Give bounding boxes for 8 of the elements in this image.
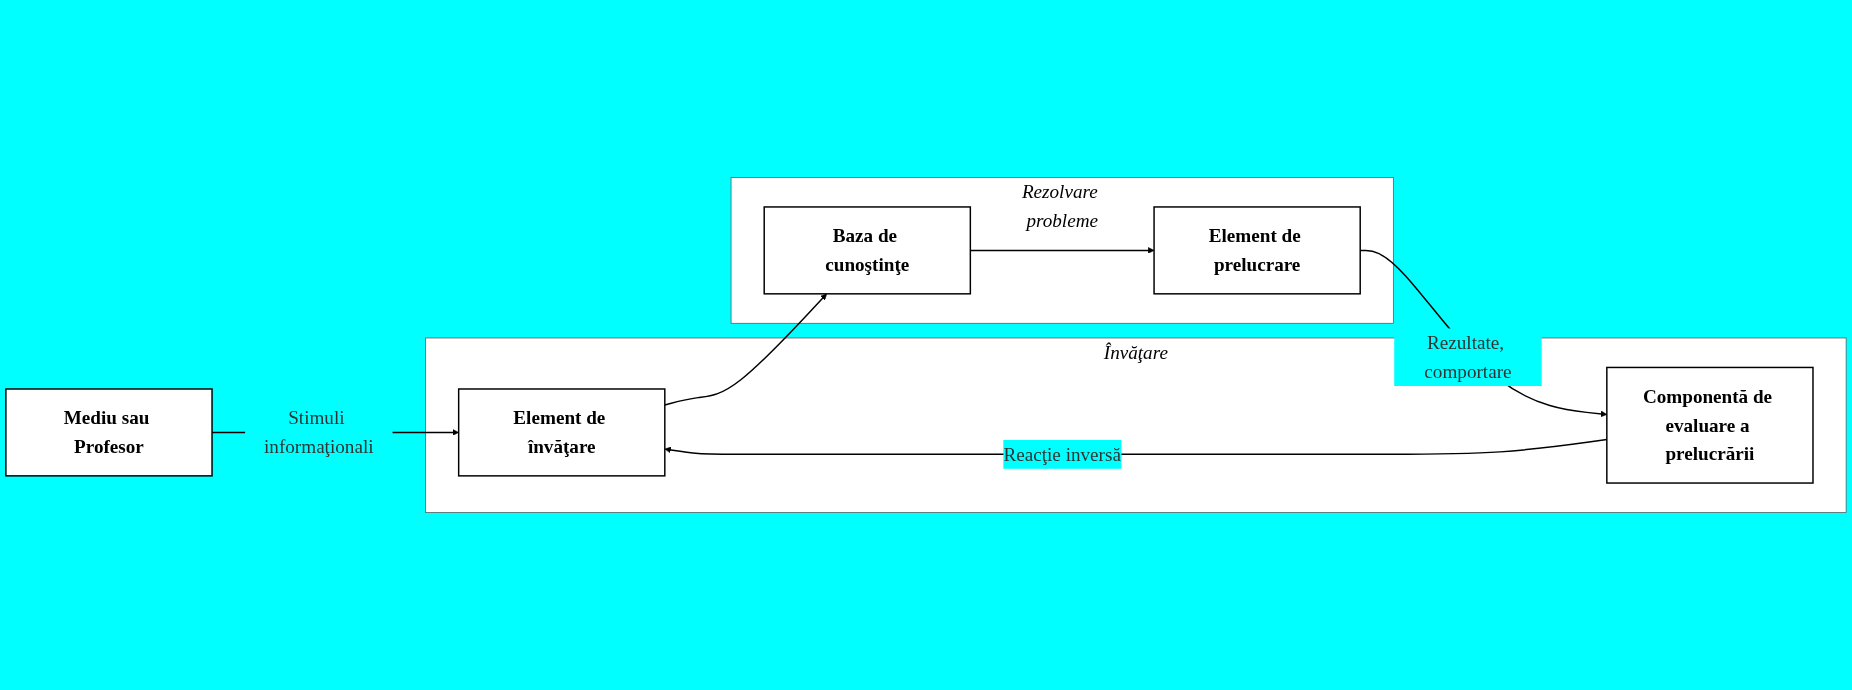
arrow [664,293,827,406]
node-box: Mediu sau Profesor [5,388,213,477]
edge-label: Reacţie inversă [1003,443,1121,465]
node-box: Componentă de evaluare a prelucrării [1606,366,1814,484]
node-box: Baza de cunoştinţe [763,206,972,295]
node-box: Element de învăţare [457,388,666,477]
edge-label: Stimuli informaţionali [264,407,374,458]
node-box: Element de prelucrare [1153,206,1361,295]
